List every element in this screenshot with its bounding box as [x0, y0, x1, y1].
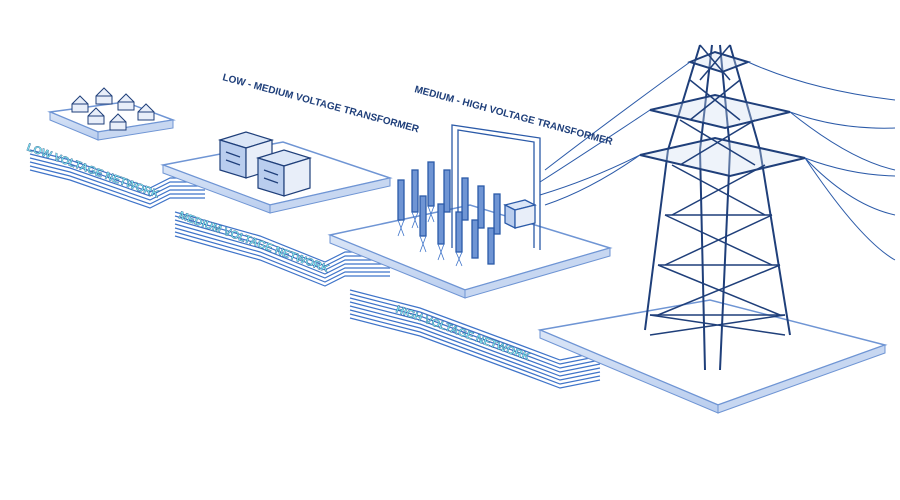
low-voltage-network-label: LOW VOLTAGE NETWORK	[25, 142, 161, 201]
substation-platform	[327, 204, 613, 299]
high-voltage-network-label: HIGH VOLTAGE NETWORK	[394, 304, 532, 364]
substation-icon	[397, 124, 541, 267]
transformer-box-icon	[217, 131, 313, 197]
tower-platform	[537, 299, 888, 414]
medium-voltage-cables	[174, 211, 390, 287]
low-medium-transformer-label: LOW - MEDIUM VOLTAGE TRANSFORMER	[221, 72, 421, 135]
high-voltage-cables	[349, 289, 601, 389]
house-cluster-icon	[71, 87, 155, 131]
cable-bundles	[29, 149, 601, 389]
transmission-tower-icon	[539, 44, 896, 371]
medium-voltage-network-label: MEDIUM VOLTAGE NETWORK	[177, 210, 331, 276]
